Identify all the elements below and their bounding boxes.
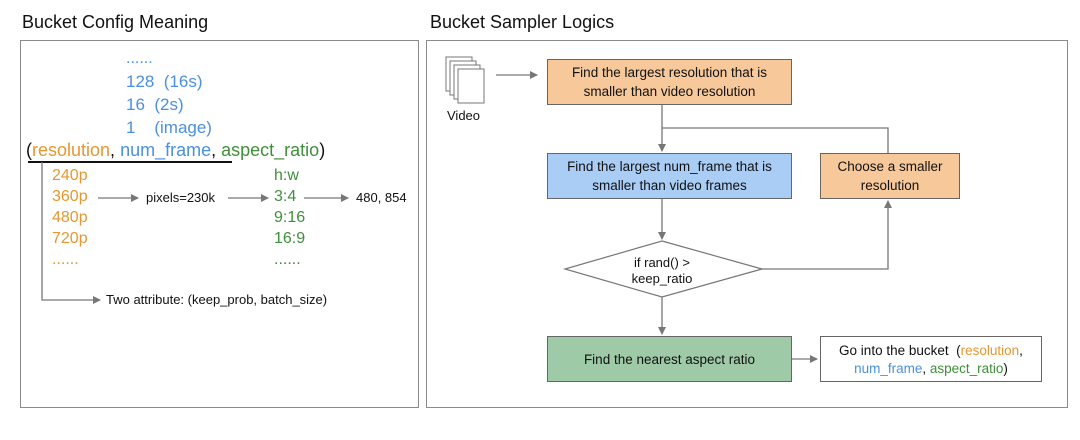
ratio-header: h:w bbox=[274, 167, 299, 184]
resolution-360p: 360p bbox=[52, 188, 88, 205]
box-largest-resolution: Find the largest resolution that is smal… bbox=[547, 59, 792, 105]
bucket-aspect-ratio: aspect_ratio bbox=[929, 361, 1004, 376]
pixels-label: pixels=230k bbox=[146, 190, 216, 205]
video-stack-icon bbox=[445, 56, 485, 104]
tuple-sep-2: , bbox=[211, 140, 222, 160]
left-panel-title: Bucket Config Meaning bbox=[22, 12, 209, 32]
bucket-num-frame: num_frame bbox=[854, 361, 923, 376]
resolution-more: ...... bbox=[52, 251, 79, 268]
attribute-label: Two attribute: (keep_prob, batch_size) bbox=[106, 292, 328, 307]
diamond-label: if rand() > keep_ratio bbox=[631, 255, 693, 286]
ratio-3-4: 3:4 bbox=[274, 188, 297, 205]
frames-1: 1 (image) bbox=[126, 118, 212, 137]
bucket-config-panel bbox=[20, 40, 419, 408]
box-smaller-resolution: Choose a smaller resolution bbox=[820, 153, 960, 199]
tuple-resolution: resolution bbox=[32, 140, 111, 160]
tuple-sep-1: , bbox=[110, 140, 121, 160]
bucket-comma-1: , bbox=[1019, 343, 1023, 358]
smaller-res-loop-arrow bbox=[662, 127, 889, 153]
video-label: Video bbox=[447, 108, 481, 123]
result-label: 480, 854 bbox=[356, 190, 407, 205]
tuple-open: ( bbox=[26, 140, 32, 160]
frames-128: 128 (16s) bbox=[126, 72, 203, 91]
box-go-into-bucket: Go into the bucket (resolution, num_fram… bbox=[820, 336, 1042, 382]
attribute-connector bbox=[41, 162, 101, 304]
box-largest-num-frame: Find the largest num_frame that is small… bbox=[547, 153, 792, 199]
tuple-close: ) bbox=[319, 140, 326, 160]
frames-dots: ...... bbox=[126, 50, 153, 67]
right-panel-title: Bucket Sampler Logics bbox=[430, 12, 615, 32]
bucket-resolution: resolution bbox=[960, 343, 1020, 358]
ratio-more: ...... bbox=[274, 251, 301, 268]
ratio-16-9: 16:9 bbox=[274, 230, 306, 247]
resolution-240p: 240p bbox=[52, 167, 88, 184]
resolution-720p: 720p bbox=[52, 230, 88, 247]
box-nearest-aspect-ratio: Find the nearest aspect ratio bbox=[547, 336, 792, 382]
bucket-suffix: ) bbox=[1003, 361, 1008, 376]
diamond-to-smaller-res-arrow bbox=[762, 200, 892, 270]
tuple-num-frame: num_frame bbox=[120, 140, 212, 160]
bucket-prefix: Go into the bucket ( bbox=[839, 343, 961, 358]
frames-16: 16 (2s) bbox=[126, 95, 184, 114]
bucket-tuple: (resolution, num_frame, aspect_ratio) bbox=[26, 140, 325, 161]
resolution-480p: 480p bbox=[52, 209, 88, 226]
ratio-9-16: 9:16 bbox=[274, 209, 306, 226]
tuple-aspect-ratio: aspect_ratio bbox=[221, 140, 320, 160]
bucket-comma-2: , bbox=[922, 361, 930, 376]
